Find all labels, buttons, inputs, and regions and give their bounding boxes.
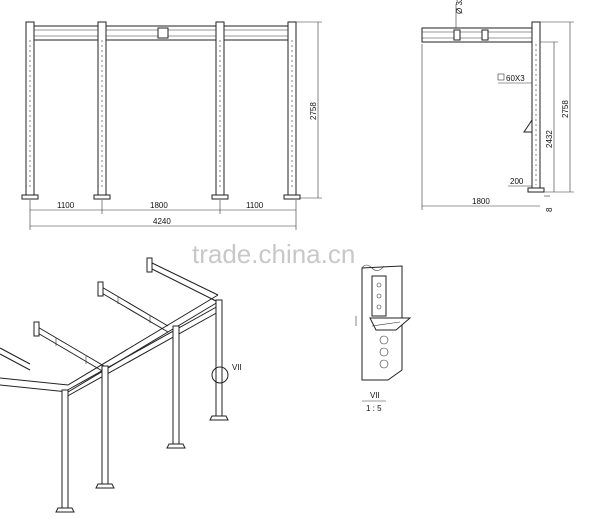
side-bracket — [523, 118, 533, 133]
iso-leg-4 — [209, 299, 229, 421]
detail-label: VII — [370, 391, 380, 400]
dim-diameter: Ø 32 — [455, 0, 464, 14]
dim-profile: 60X3 — [506, 74, 525, 83]
detail-hook — [369, 317, 412, 331]
side-foot-plate — [527, 187, 545, 193]
detail-scale: 1 : 5 — [366, 404, 382, 413]
dim-8: 8 — [545, 207, 554, 212]
front-view: 1100 1800 1100 4240 2758 — [21, 21, 322, 230]
side-view: Ø 32 60X3 200 1800 2758 2432 8 — [421, 0, 574, 212]
dim-1100-left: 1100 — [57, 201, 75, 210]
upright-4 — [283, 21, 301, 200]
side-upright — [531, 21, 541, 193]
detail-circle — [211, 366, 229, 384]
detail-view: VII 1 : 5 — [355, 264, 412, 413]
iso-leg-2 — [95, 365, 115, 489]
dim-width: 1800 — [472, 197, 490, 206]
detail-tube — [361, 265, 403, 381]
watermark: trade.china.cn — [192, 239, 355, 269]
side-top-beam — [421, 27, 537, 43]
upright-3 — [211, 21, 229, 200]
dim-1800: 1800 — [150, 201, 168, 210]
iso-leg-3 — [166, 325, 186, 449]
upright-2 — [93, 21, 111, 200]
dim-height: 2758 — [309, 102, 318, 120]
dim-200: 200 — [510, 177, 524, 186]
upright-1 — [21, 21, 39, 200]
dim-total: 4240 — [153, 217, 171, 226]
detail-plate — [371, 275, 387, 317]
iso-leg-1 — [55, 389, 75, 513]
beam-plate — [157, 27, 169, 39]
detail-callout: VII — [232, 363, 242, 372]
dim-height-side: 2758 — [561, 100, 570, 118]
isometric-view: VII — [0, 257, 242, 513]
dim-inner-height: 2432 — [545, 130, 554, 148]
dim-1100-right: 1100 — [246, 201, 264, 210]
